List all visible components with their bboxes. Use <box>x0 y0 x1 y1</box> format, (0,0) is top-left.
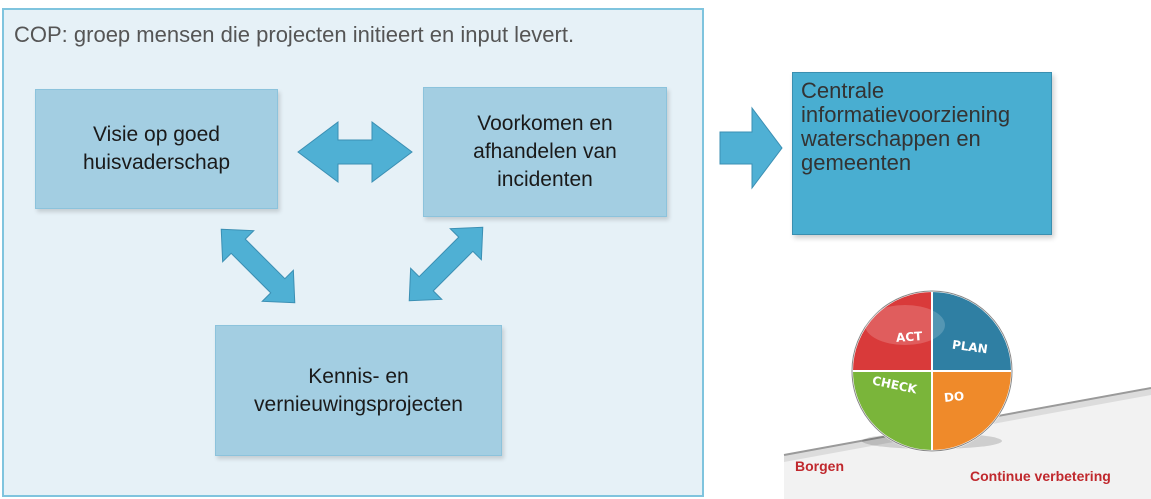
pdca-wheel <box>850 289 1014 453</box>
double-arrow-diagonal-left <box>220 228 296 304</box>
kennis-box: Kennis- en vernieuwingsprojecten <box>215 325 502 456</box>
cop-title: COP: groep mensen die projecten initieer… <box>14 22 575 47</box>
continue-verbetering-label: Continue verbetering <box>970 468 1111 484</box>
pdca-plan-segment <box>931 289 1014 372</box>
voorkomen-label: Voorkomen en afhandelen van incidenten <box>473 112 617 191</box>
borgen-label: Borgen <box>795 458 844 474</box>
double-arrow-horizontal <box>297 121 413 183</box>
voorkomen-box: Voorkomen en afhandelen van incidenten <box>423 87 667 217</box>
pdca-act-label: ACT <box>895 329 923 345</box>
right-arrow <box>719 106 783 190</box>
kennis-label: Kennis- en vernieuwingsprojecten <box>254 364 463 416</box>
central-box: Centrale informatievoorziening waterscha… <box>792 72 1052 235</box>
visie-label: Visie op goed huisvaderschap <box>82 123 231 174</box>
pdca-do-label: DO <box>943 388 965 406</box>
central-label: Centrale informatievoorziening waterscha… <box>801 78 1011 175</box>
double-arrow-diagonal-right <box>408 226 484 302</box>
visie-box: Visie op goed huisvaderschap <box>35 89 278 209</box>
